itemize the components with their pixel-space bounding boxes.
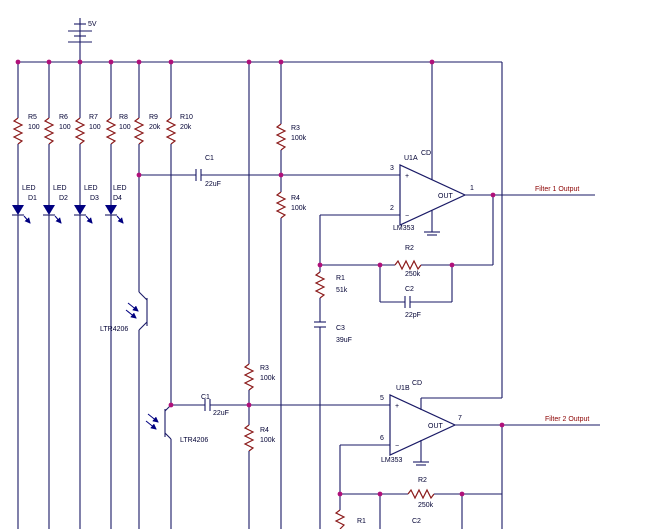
f1-r3-ref: R3 [291,125,300,132]
led-d3 [74,205,93,224]
f1-pin-minus: 2 [390,205,394,212]
r9-ref: R9 [149,114,158,121]
r8-value: 100 [119,124,131,131]
f2-output-label: Filter 2 Output [545,416,589,423]
f2-r4-ref: R4 [260,427,269,434]
r10-ref: R10 [180,114,193,121]
f1-output-label: Filter 1 Output [535,186,579,193]
f2-opamp-part: LM353 [381,457,403,464]
f1-c2-value: 22pF [405,312,421,319]
f2-pin-plus: 5 [380,395,384,402]
r5-ref: R5 [28,114,37,121]
phototransistor-2-label: LTR4206 [180,437,208,444]
f2-opamp-superscript: CD [412,380,422,387]
f1-r3-value: 100k [291,135,307,142]
f1-c2-ref: C2 [405,286,414,293]
d4-ref: D4 [113,195,122,202]
f2-r2-value: 250k [418,502,434,509]
junction-dots [15,59,505,497]
filter2-stage: C1 22uF R3 100k R4 100k + − U1B CD LM353… [171,62,600,529]
r8-ref: R8 [119,114,128,121]
f1-opamp-superscript: CD [421,150,431,157]
f2-pin-out: 7 [458,415,462,422]
f2-r4-value: 100k [260,437,276,444]
d4-prefix: LED [113,185,127,192]
f2-r2-ref: R2 [418,477,427,484]
f1-pin-out: 1 [470,185,474,192]
d2-prefix: LED [53,185,67,192]
phototransistor-1-label: LTR4206 [100,326,128,333]
r6-value: 100 [59,124,71,131]
f2-opamp-ref: U1B [396,385,410,392]
supply-symbol: 5V [68,18,97,62]
led-d2 [43,205,62,224]
f1-pin-plus: 3 [390,165,394,172]
d2-ref: D2 [59,195,68,202]
f1-r4-ref: R4 [291,195,300,202]
f2-pin-minus: 6 [380,435,384,442]
f1-c1-ref: C1 [205,155,214,162]
f2-c1-value: 22uF [213,410,229,417]
f1-c3-value: 39uF [336,337,352,344]
d3-ref: D3 [90,195,99,202]
filter1-stage: C1 22uF R3 100k R4 100k + − U1A CD LM353… [139,62,595,529]
f2-out-label: OUT [428,423,444,430]
r10-value: 20k [180,124,192,131]
svg-text:−: − [405,213,409,220]
f1-r2-value: 250k [405,271,421,278]
f2-r1-ref: R1 [357,518,366,525]
phototransistor-1: LTR4206 [100,144,148,529]
led-d1 [12,205,31,224]
f2-r3-value: 100k [260,375,276,382]
top-bank: R5 100 R6 100 R7 100 R8 100 R9 20k R10 2… [12,62,193,529]
f2-c1-ref: C1 [201,394,210,401]
f1-r2-ref: R2 [405,245,414,252]
svg-text:+: + [395,403,399,410]
f1-opamp-ref: U1A [404,155,418,162]
r6-ref: R6 [59,114,68,121]
f1-r1-value: 51k [336,287,348,294]
f1-out-label: OUT [438,193,454,200]
svg-text:−: − [395,443,399,450]
f2-r3-ref: R3 [260,365,269,372]
f1-opamp-part: LM353 [393,225,415,232]
svg-text:+: + [405,173,409,180]
f2-c2-ref: C2 [412,518,421,525]
f1-r1-ref: R1 [336,275,345,282]
r7-value: 100 [89,124,101,131]
phototransistor-2: LTR4206 [145,404,208,529]
led-d4 [105,205,124,224]
r7-ref: R7 [89,114,98,121]
f1-r4-value: 100k [291,205,307,212]
d1-ref: D1 [28,195,37,202]
supply-label: 5V [88,21,97,28]
r9-value: 20k [149,124,161,131]
d1-prefix: LED [22,185,36,192]
f1-c1-value: 22uF [205,181,221,188]
r5-value: 100 [28,124,40,131]
f1-c3-ref: C3 [336,325,345,332]
d3-prefix: LED [84,185,98,192]
